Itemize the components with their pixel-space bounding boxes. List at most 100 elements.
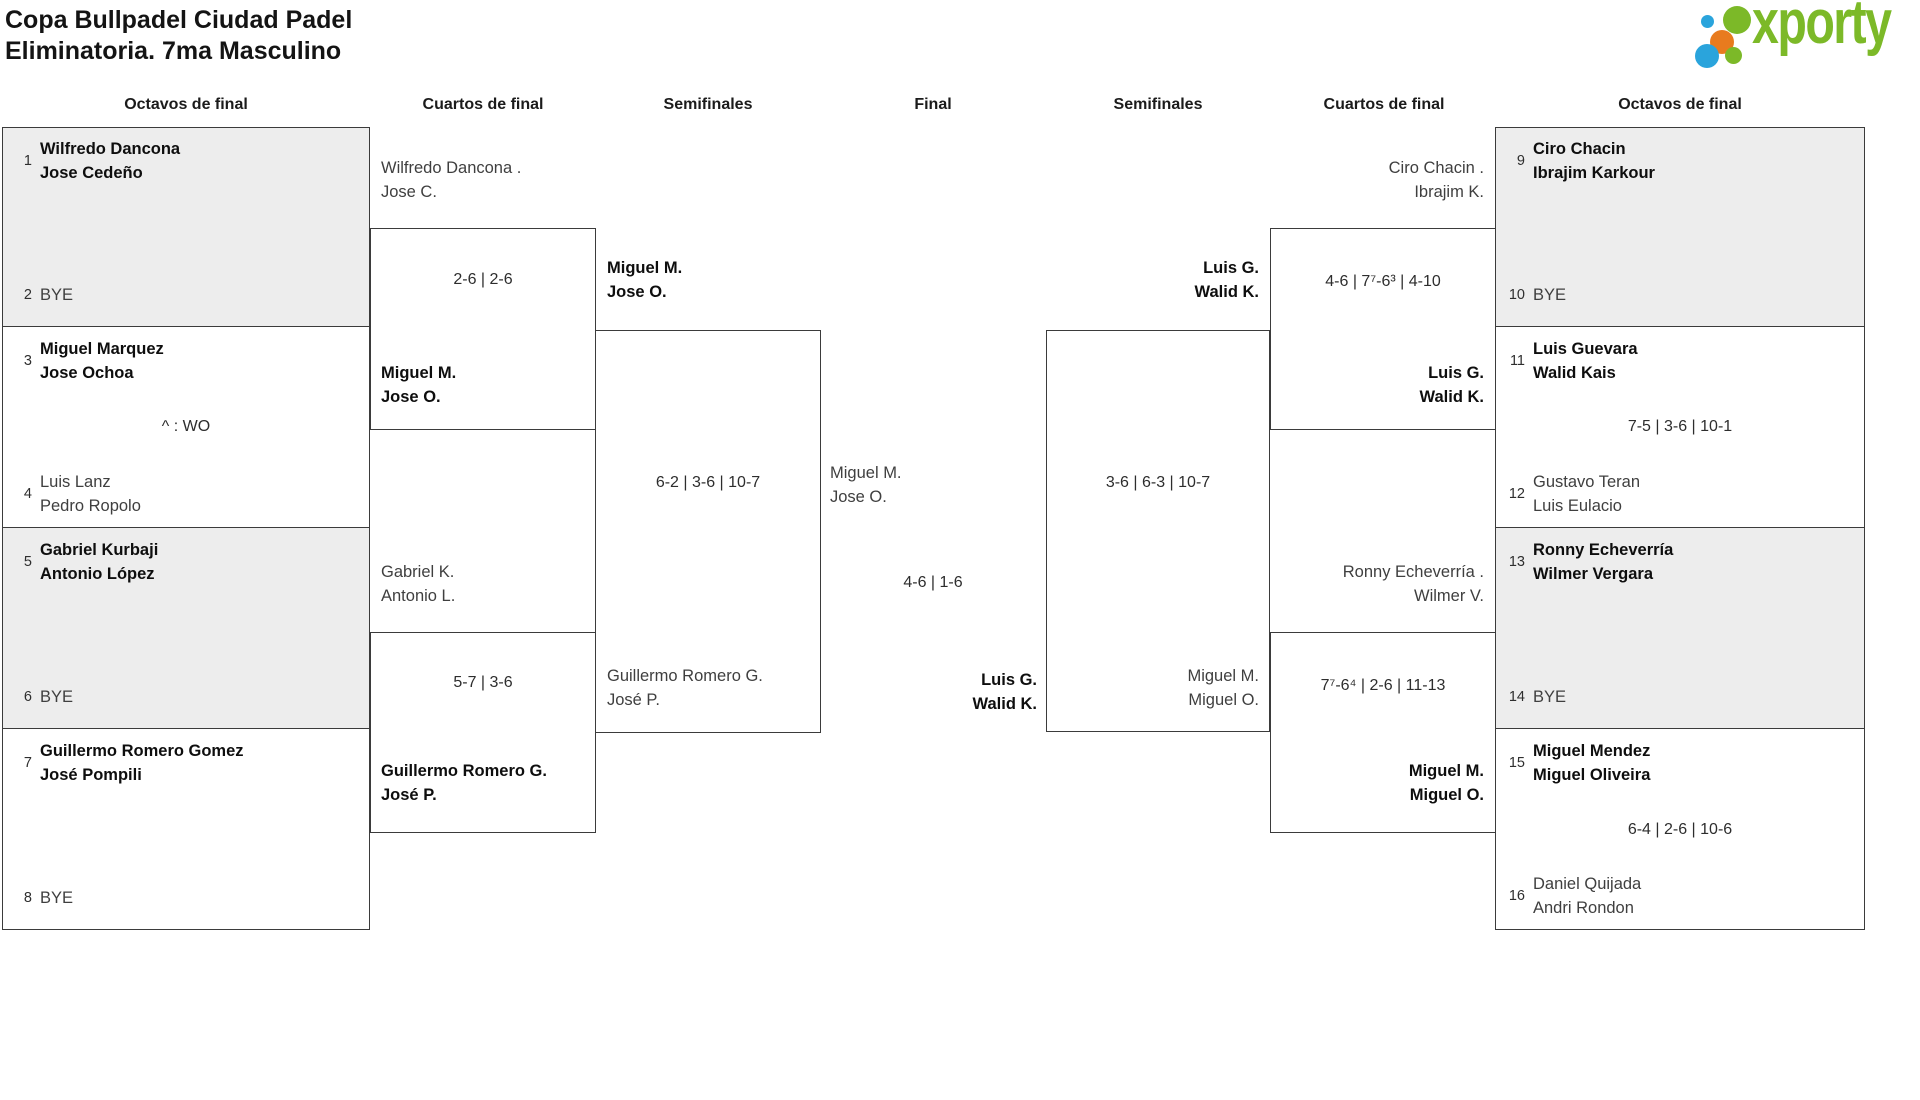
team-name: Miguel O. xyxy=(1188,691,1259,709)
team-name: Miguel O. xyxy=(1409,786,1484,804)
match-score-sf-left: 6-2 | 3-6 | 10-7 xyxy=(655,474,761,491)
team-entry-seed-9: 9 Ciro Chacin Ibrajim Karkour xyxy=(1501,137,1655,185)
bracket-box-octavos-9-10 xyxy=(1495,127,1865,327)
bye-label: BYE xyxy=(1533,286,1567,304)
final-bottom-team: Luis G. Walid K. xyxy=(973,668,1037,716)
team-name: Ronny Echeverría . xyxy=(1342,563,1484,581)
seed-number: 14 xyxy=(1508,689,1525,705)
player-name: Guillermo Romero Gomez xyxy=(40,742,244,760)
bracket-box-qf-right-top xyxy=(1270,228,1496,430)
player-name: Antonio López xyxy=(40,565,155,583)
seed-number: 12 xyxy=(1508,486,1525,502)
player-name: Jose Ochoa xyxy=(40,364,134,382)
qf-right-bottom-participant: Ronny Echeverría . Wilmer V. xyxy=(1343,560,1484,608)
qf-right-top-winner: Luis G. Walid K. xyxy=(1420,361,1484,409)
sf-left-bottom-team: Guillermo Romero G. José P. xyxy=(607,664,763,712)
team-name: Luis G. xyxy=(981,671,1037,689)
seed-number: 2 xyxy=(23,287,32,303)
team-entry-seed-10: 10 BYE xyxy=(1501,283,1566,307)
team-name: Walid K. xyxy=(1419,388,1484,406)
logo-dot-icon xyxy=(1725,47,1742,64)
seed-number: 1 xyxy=(23,153,32,169)
bye-label: BYE xyxy=(40,889,74,907)
player-name: Walid Kais xyxy=(1533,364,1616,382)
round-header-octavos-left: Octavos de final xyxy=(124,96,248,113)
sf-right-top-team: Luis G. Walid K. xyxy=(1195,256,1259,304)
round-header-semis-left: Semifinales xyxy=(663,96,753,113)
match-score-qf-left-bottom: 5-7 | 3-6 xyxy=(453,674,513,691)
bracket-box-qf-right-bottom xyxy=(1270,632,1496,833)
team-name: Jose O. xyxy=(607,283,667,301)
team-name: Jose O. xyxy=(381,388,441,406)
team-name: Gabriel K. xyxy=(381,563,455,581)
team-name: José P. xyxy=(381,786,437,804)
seed-number: 9 xyxy=(1516,153,1525,169)
seed-number: 11 xyxy=(1509,353,1525,369)
bracket-box-semifinal-left xyxy=(595,330,821,733)
player-name: Wilfredo Dancona xyxy=(40,140,181,158)
team-name: Wilmer V. xyxy=(1414,587,1484,605)
player-name: Andri Rondon xyxy=(1533,899,1634,917)
team-entry-seed-13: 13 Ronny Echeverría Wilmer Vergara xyxy=(1501,538,1673,586)
round-header-cuartos-left: Cuartos de final xyxy=(422,96,544,113)
brand-name: xporty xyxy=(1752,0,1892,57)
sf-right-bottom-team: Miguel M. Miguel O. xyxy=(1187,664,1259,712)
xporty-logo[interactable]: xporty xyxy=(1690,0,1915,76)
bye-label: BYE xyxy=(1533,688,1567,706)
team-entry-seed-6: 6 BYE xyxy=(8,685,73,709)
bracket-box-octavos-13-14 xyxy=(1495,527,1865,729)
player-name: Ciro Chacin xyxy=(1533,140,1626,158)
seed-number: 15 xyxy=(1508,755,1525,771)
team-name: Antonio L. xyxy=(381,587,456,605)
team-name: Miguel M. xyxy=(381,364,457,382)
player-name: Luis Eulacio xyxy=(1533,497,1622,515)
team-entry-seed-3: 3 Miguel Marquez Jose Ochoa xyxy=(8,337,164,385)
match-score-qf-right-top: 4-6 | 7⁷-6³ | 4-10 xyxy=(1325,273,1441,290)
seed-number: 7 xyxy=(23,755,32,771)
team-entry-seed-16: 16 Daniel Quijada Andri Rondon xyxy=(1501,872,1641,920)
match-score-sf-right: 3-6 | 6-3 | 10-7 xyxy=(1105,474,1211,491)
bye-label: BYE xyxy=(40,286,74,304)
player-name: Jose Cedeño xyxy=(40,164,143,182)
match-score-octavos-11-12: 7-5 | 3-6 | 10-1 xyxy=(1627,418,1733,435)
bracket-box-semifinal-right xyxy=(1046,330,1270,732)
round-header-octavos-right: Octavos de final xyxy=(1618,96,1742,113)
team-entry-seed-5: 5 Gabriel Kurbaji Antonio López xyxy=(8,538,158,586)
player-name: Daniel Quijada xyxy=(1533,875,1642,893)
round-header-semis-right: Semifinales xyxy=(1113,96,1203,113)
bracket-box-qf-left-top xyxy=(370,228,596,430)
player-name: Ronny Echeverría xyxy=(1533,541,1674,559)
player-name: Miguel Marquez xyxy=(40,340,164,358)
team-entry-seed-2: 2 BYE xyxy=(8,283,73,307)
player-name: José Pompili xyxy=(40,766,142,784)
player-name: Gabriel Kurbaji xyxy=(40,541,159,559)
sf-left-top-team: Miguel M. Jose O. xyxy=(607,256,682,304)
bracket-box-octavos-7-8 xyxy=(2,728,370,930)
team-entry-seed-8: 8 BYE xyxy=(8,886,73,910)
team-entry-seed-4: 4 Luis Lanz Pedro Ropolo xyxy=(8,470,141,518)
page-title-line1: Copa Bullpadel Ciudad Padel xyxy=(5,6,353,34)
qf-right-bottom-winner: Miguel M. Miguel O. xyxy=(1409,759,1484,807)
team-entry-seed-14: 14 BYE xyxy=(1501,685,1566,709)
player-name: Wilmer Vergara xyxy=(1533,565,1653,583)
player-name: Miguel Mendez xyxy=(1533,742,1651,760)
team-name: Miguel M. xyxy=(607,259,683,277)
logo-dot-icon xyxy=(1723,6,1751,34)
team-entry-seed-7: 7 Guillermo Romero Gomez José Pompili xyxy=(8,739,244,787)
player-name: Miguel Oliveira xyxy=(1533,766,1651,784)
team-entry-seed-11: 11 Luis Guevara Walid Kais xyxy=(1501,337,1638,385)
round-header-final: Final xyxy=(914,96,952,113)
page-title-line2: Eliminatoria. 7ma Masculino xyxy=(5,37,342,65)
seed-number: 16 xyxy=(1508,888,1525,904)
team-name: Miguel M. xyxy=(1408,762,1484,780)
bracket-box-octavos-1-2 xyxy=(2,127,370,327)
team-name: Guillermo Romero G. xyxy=(381,762,547,780)
team-name: Luis G. xyxy=(1428,364,1484,382)
qf-right-top-participant: Ciro Chacin . Ibrajim K. xyxy=(1389,156,1484,204)
seed-number: 6 xyxy=(23,689,32,705)
team-name: Guillermo Romero G. xyxy=(607,667,763,685)
player-name: Luis Lanz xyxy=(40,473,111,491)
team-name: Walid K. xyxy=(972,695,1037,713)
seed-number: 5 xyxy=(23,554,32,570)
